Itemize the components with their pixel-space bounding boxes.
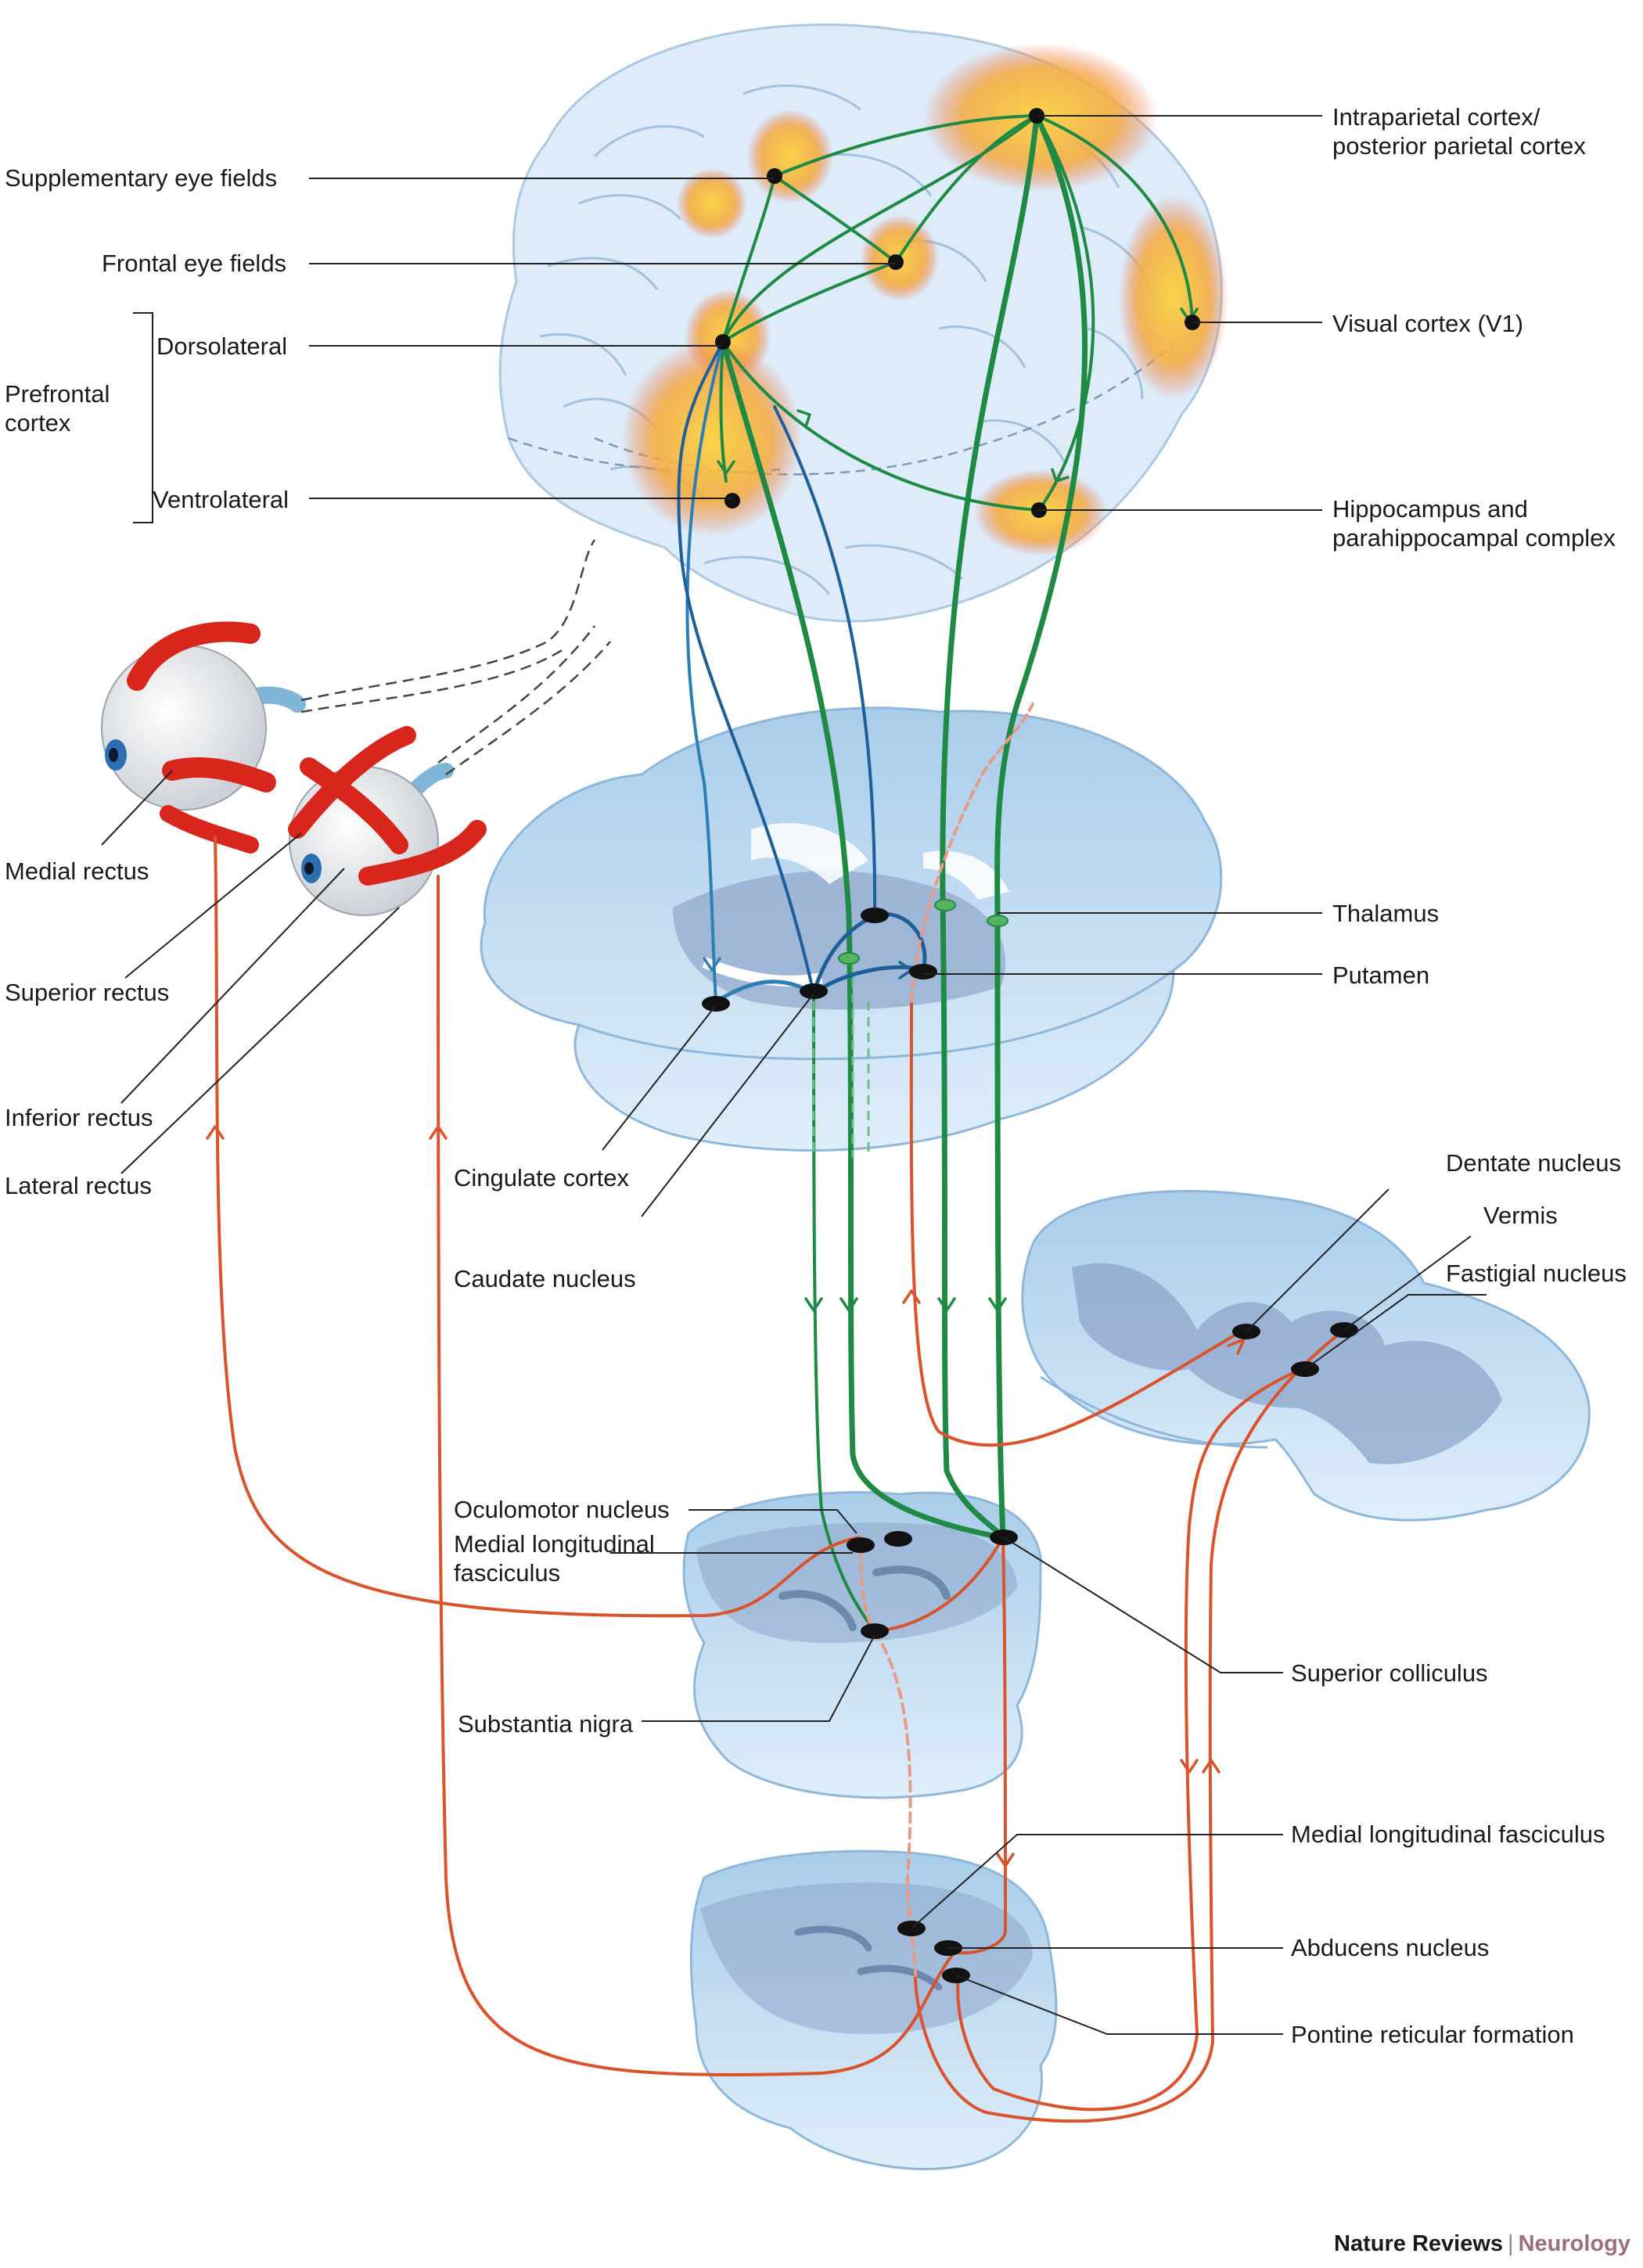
midbrain	[682, 1490, 1042, 1799]
label-lateral-rectus: Lateral rectus	[5, 1172, 152, 1199]
journal-footer: Nature Reviews|Neurology	[1334, 2231, 1630, 2257]
label-hippocampus: Hippocampus and parahippocampal complex	[1332, 495, 1616, 552]
marker-oculomotor-nucleus	[884, 1531, 912, 1547]
label-caudate-nucleus: Caudate nucleus	[454, 1265, 636, 1292]
marker-dorsolateral	[715, 334, 731, 350]
marker-thalamus-a	[861, 908, 889, 923]
label-putamen: Putamen	[1332, 961, 1430, 989]
label-superior-colliculus: Superior colliculus	[1291, 1659, 1488, 1687]
label-fastigial-nucleus: Fastigial nucleus	[1446, 1260, 1627, 1287]
left-eyeball	[101, 621, 306, 854]
label-cingulate-cortex: Cingulate cortex	[454, 1164, 630, 1192]
label-inferior-rectus: Inferior rectus	[5, 1104, 153, 1131]
label-oculomotor-nucleus: Oculomotor nucleus	[454, 1496, 670, 1523]
marker-cingulate	[702, 996, 730, 1012]
label-substantia-nigra: Substantia nigra	[458, 1710, 634, 1738]
cortical-pathways	[719, 113, 1194, 1633]
label-dorsolateral: Dorsolateral	[156, 332, 288, 360]
label-medial-rectus: Medial rectus	[5, 857, 149, 885]
cortical-dashed-pathways	[812, 962, 870, 1158]
marker-mlf-mid	[847, 1537, 875, 1553]
label-ventrolateral: Ventrolateral	[153, 486, 289, 513]
marker-substantia-nigra	[861, 1623, 889, 1639]
right-eyeball	[288, 726, 487, 916]
label-intraparietal-cortex: Intraparietal cortex/ posterior parietal…	[1332, 103, 1586, 160]
nuclei-markers	[702, 108, 1358, 1983]
thalamus-green-markers	[838, 899, 1008, 965]
marker-ventrolateral	[724, 493, 740, 509]
optic-nerve-dashed	[300, 539, 611, 776]
label-dentate-nucleus: Dentate nucleus	[1446, 1149, 1622, 1177]
journal-separator: |	[1508, 2231, 1514, 2256]
marker-putamen	[909, 964, 937, 979]
journal-name: Nature Reviews	[1334, 2231, 1504, 2256]
label-pontine-reticular-formation: Pontine reticular formation	[1291, 2021, 1574, 2048]
marker-caudate	[800, 983, 828, 999]
label-thalamus: Thalamus	[1332, 900, 1440, 927]
label-supplementary-eye-fields: Supplementary eye fields	[5, 164, 278, 192]
label-mlf-pons: Medial longitudinal fasciculus	[1291, 1821, 1605, 1848]
brainstem-pathways	[214, 703, 1346, 2123]
marker-supplementary-eye-fields	[767, 168, 782, 184]
label-frontal-eye-fields: Frontal eye fields	[102, 250, 287, 277]
marker-frontal-eye-fields	[888, 254, 904, 270]
label-vermis: Vermis	[1483, 1202, 1558, 1229]
journal-subtitle: Neurology	[1518, 2231, 1630, 2256]
label-abducens-nucleus: Abducens nucleus	[1291, 1934, 1490, 1961]
leader-lines	[101, 115, 1487, 2035]
cerebellum	[1021, 1190, 1591, 1522]
label-mlf-midbrain: Medial longitudinal fasciculus	[454, 1530, 655, 1587]
label-superior-rectus: Superior rectus	[5, 979, 170, 1006]
pons	[689, 1849, 1058, 2171]
label-prefrontal-cortex: Prefrontal cortex	[5, 380, 110, 437]
label-visual-cortex: Visual cortex (V1)	[1332, 310, 1524, 337]
